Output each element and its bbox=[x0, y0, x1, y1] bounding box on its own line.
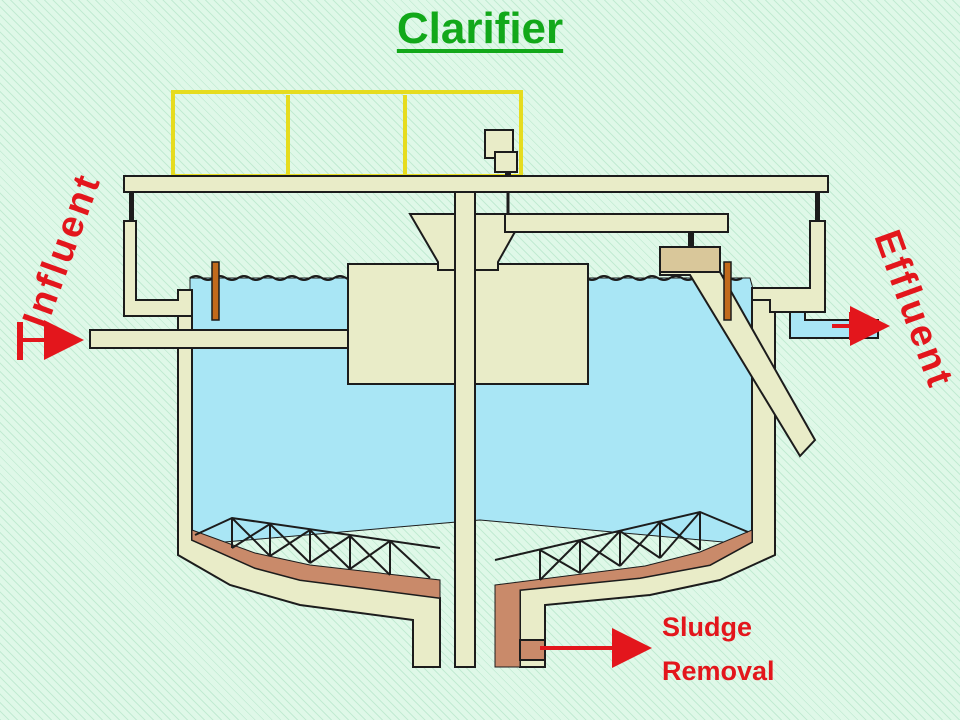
drive-unit bbox=[484, 129, 518, 214]
scum-box bbox=[659, 246, 721, 273]
bridge-support-right bbox=[815, 192, 820, 221]
skimmer-arm bbox=[504, 213, 729, 233]
bridge-support-left bbox=[129, 192, 134, 221]
title: Clarifier bbox=[0, 4, 960, 54]
walkway-railing bbox=[171, 90, 523, 178]
sludge-layer-right bbox=[494, 529, 753, 668]
influent-label: Influent bbox=[15, 167, 110, 333]
outlet-weir bbox=[723, 261, 732, 321]
center-column bbox=[454, 191, 476, 668]
effluent-launder bbox=[751, 220, 826, 313]
inlet-baffle bbox=[211, 261, 220, 321]
influent-channel bbox=[123, 220, 193, 317]
effluent-label: Effluent bbox=[866, 225, 960, 395]
scraper-arm-left bbox=[194, 516, 441, 579]
effluent-arrow bbox=[832, 306, 890, 346]
influent-arrow bbox=[17, 320, 84, 360]
sludge-label-line2: Removal bbox=[662, 656, 775, 686]
skimmer-hanger bbox=[688, 232, 694, 246]
sludge-label-line1: Sludge bbox=[662, 612, 752, 642]
scraper-arm-right bbox=[494, 510, 749, 581]
influent-pipe bbox=[89, 329, 353, 349]
bridge-beam bbox=[123, 175, 829, 193]
sludge-layer-left bbox=[191, 529, 441, 599]
title-text: Clarifier bbox=[396, 4, 564, 53]
